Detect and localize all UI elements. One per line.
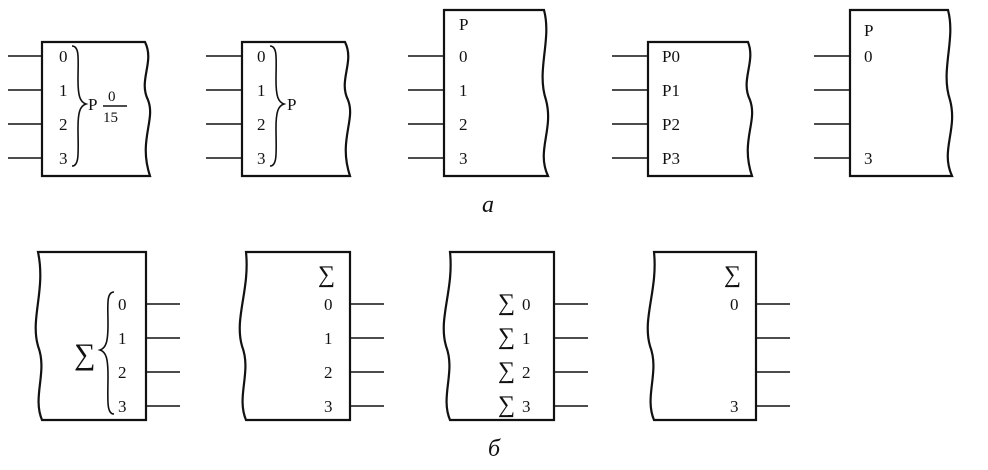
block-a1-bit-3: 3: [59, 149, 68, 168]
block-b2-sigma: ∑: [318, 262, 335, 288]
block-b2-bit-0: 0: [324, 295, 333, 314]
block-b1-bit-3: 3: [118, 397, 127, 416]
block-a5-header: P: [864, 21, 873, 40]
block-b1-brace: [97, 291, 115, 415]
block-a4-bit-1: P1: [662, 81, 680, 100]
caption-a: а: [482, 192, 494, 218]
block-a5-last: 3: [864, 149, 873, 168]
block-b2-outline: [238, 250, 352, 422]
block-b4-first: 0: [730, 295, 739, 314]
block-b3-sigma-1: ∑: [498, 324, 515, 350]
block-a4-input-lines: [612, 55, 648, 159]
block-a3-bit-3: 3: [459, 149, 468, 168]
block-a2-brace: [269, 45, 287, 167]
block-a4-bit-3: P3: [662, 149, 680, 168]
block-a4-bit-2: P2: [662, 115, 680, 134]
block-b1-output-lines: [146, 303, 180, 407]
caption-b: б: [488, 436, 501, 462]
block-b1-bit-2: 2: [118, 363, 127, 382]
block-b1-outline: [34, 250, 148, 422]
block-a1-bit-0: 0: [59, 47, 68, 66]
block-a4-bit-0: P0: [662, 47, 680, 66]
block-a1-input-lines: [8, 55, 42, 159]
block-a2-outline: [240, 40, 352, 178]
block-a5-input-lines: [814, 55, 850, 159]
block-b2-bit-2: 2: [324, 363, 333, 382]
block-b3: ∑ 0 ∑ 1 ∑ 2 ∑ 3: [442, 250, 588, 422]
block-b3-sigma-0: ∑: [498, 290, 515, 316]
block-a5-outline: [848, 8, 954, 178]
block-b3-bit-3: 3: [522, 397, 531, 416]
block-a4: P0 P1 P2 P3: [612, 40, 754, 178]
block-b3-sigma-3: ∑: [498, 392, 515, 418]
block-a2-bit-3: 3: [257, 149, 266, 168]
block-b4-output-lines: [756, 303, 790, 407]
block-b1-bit-1: 1: [118, 329, 127, 348]
block-a2-bit-2: 2: [257, 115, 266, 134]
block-b4-outline: [646, 250, 758, 422]
block-b3-output-lines: [554, 303, 588, 407]
block-a1-bit-1: 1: [59, 81, 68, 100]
block-a3-header: P: [459, 15, 468, 34]
block-a3-bit-0: 0: [459, 47, 468, 66]
block-b4: ∑ 0 3: [646, 250, 790, 422]
block-a2-bit-0: 0: [257, 47, 266, 66]
block-a5-first: 0: [864, 47, 873, 66]
block-b4-sigma: ∑: [724, 262, 741, 288]
block-a1-bit-2: 2: [59, 115, 68, 134]
block-b2: ∑ 0 1 2 3: [238, 250, 384, 422]
block-a3-input-lines: [408, 55, 444, 159]
block-b1: ∑ 0 1 2 3: [34, 250, 180, 422]
block-a3-outline: [442, 8, 550, 178]
block-b3-bit-2: 2: [522, 363, 531, 382]
block-a1-frac-bottom: 15: [103, 110, 118, 126]
block-b1-sigma: ∑: [74, 338, 95, 371]
block-a2-label: P: [287, 95, 296, 114]
block-b3-bit-0: 0: [522, 295, 531, 314]
block-b2-bit-1: 1: [324, 329, 333, 348]
block-a1-label: P: [88, 95, 97, 114]
block-a1-frac-top: 0: [108, 89, 116, 105]
block-a5: P 0 3: [814, 8, 954, 178]
block-b3-bit-1: 1: [522, 329, 531, 348]
block-a3-bit-2: 2: [459, 115, 468, 134]
block-a4-outline: [646, 40, 754, 178]
block-a3-bit-1: 1: [459, 81, 468, 100]
block-b4-last: 3: [730, 397, 739, 416]
block-b3-sigma-2: ∑: [498, 358, 515, 384]
block-a1: 0 1 2 3 P 0 15: [8, 40, 152, 178]
block-b1-bit-0: 0: [118, 295, 127, 314]
block-a2: 0 1 2 3 P: [206, 40, 352, 178]
block-a2-input-lines: [206, 55, 242, 159]
block-a3: P 0 1 2 3: [408, 8, 550, 178]
block-b2-output-lines: [350, 303, 384, 407]
block-b3-outline: [442, 250, 556, 422]
block-a1-brace: [71, 45, 89, 167]
block-a1-outline: [40, 40, 152, 178]
block-a2-bit-1: 1: [257, 81, 266, 100]
block-b2-bit-3: 3: [324, 397, 333, 416]
